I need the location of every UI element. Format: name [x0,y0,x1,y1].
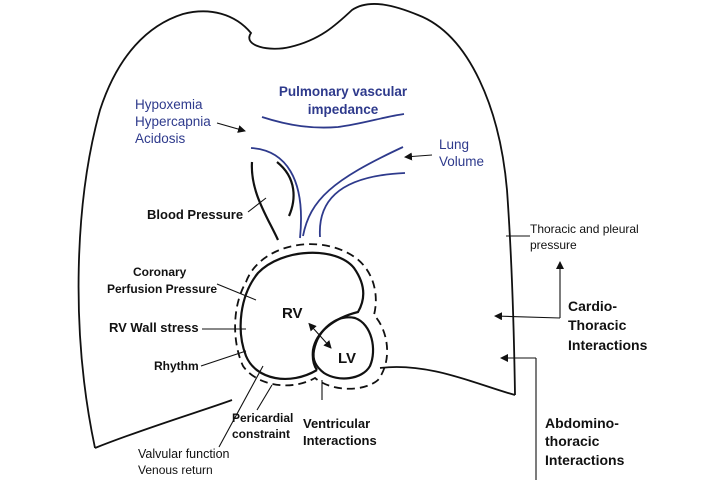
thorax-outline [77,3,516,449]
label-valvular-function: Valvular function [138,447,230,461]
label-hypoxemia: Hypoxemia [135,97,203,112]
label-venous-return: Venous return [138,463,213,477]
label-constraint: constraint [232,427,290,441]
label-acidosis: Acidosis [135,131,186,146]
label-pericardial: Pericardial [232,411,293,425]
pulmonary-vessel-right [318,172,406,238]
label-thoracic-pleural: Thoracic and pleural [530,222,639,236]
arrow-cardio-thoracic [494,312,561,321]
label-rhythm: Rhythm [154,359,199,373]
label-pulmonary-line1: Pulmonary vascular [279,84,408,99]
label-cardio-interactions: Interactions [568,337,648,353]
arrow-hypoxemia [216,122,246,133]
pulmonary-vessel-top [261,113,405,129]
pericardium [234,243,389,390]
pulmonary-vessel-left [250,147,302,239]
label-coronary-line2: Perfusion Pressure [107,282,217,296]
label-thoracic-pressure: pressure [530,238,577,252]
label-ventricular: Ventricular [303,416,370,431]
label-ventricular-interactions: Interactions [303,433,377,448]
label-lung: Lung [439,137,469,152]
leader-pericardial [256,384,273,411]
label-cardio-thoracic: Thoracic [568,317,627,333]
aorta-left [250,161,280,241]
label-hypercapnia: Hypercapnia [135,114,211,129]
label-pulmonary-line2: impedance [308,102,379,117]
label-rv-wall-stress: RV Wall stress [109,320,199,335]
leader-coronary [216,283,257,301]
label-lv: LV [338,350,356,367]
label-coronary-line1: Coronary [133,265,187,279]
thorax-base-left [94,399,233,449]
leader-valvular [218,365,264,448]
leader-rhythm [200,350,247,367]
label-blood-pressure: Blood Pressure [147,207,243,222]
label-abdomino-interactions: Interactions [545,452,625,468]
label-abdomino-thoracic: thoracic [545,433,600,449]
label-volume: Volume [439,154,484,169]
arrow-ventricular-interaction [308,322,332,349]
arrow-lung-volume [404,152,433,161]
label-rv: RV [282,305,303,322]
diaphragm-right [379,366,516,396]
leader-blood-pressure [247,197,267,213]
label-cardio: Cardio- [568,298,617,314]
pulmonary-vessel-mid [302,146,404,237]
left-ventricle [312,316,375,380]
label-abdomino: Abdomino- [545,415,619,431]
aorta-right [276,161,295,217]
